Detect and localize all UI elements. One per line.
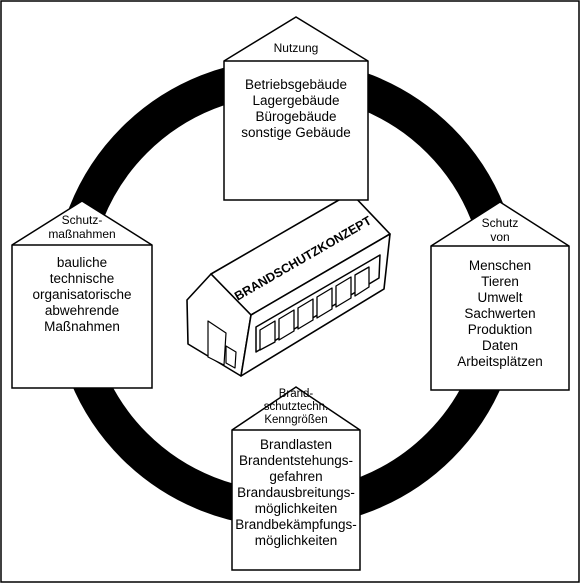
house-top-roof-label: Nutzung	[273, 41, 319, 55]
house-left-body: bauliche technische organisatorische abw…	[32, 255, 132, 334]
house-top-body: Betriebsgebäude Lagergebäude Bürogebäude…	[241, 77, 351, 140]
house-right-roof-label: Schutz von	[481, 216, 519, 244]
house-bottom-outline	[231, 386, 361, 571]
windows	[259, 266, 370, 351]
house-right-body: Menschen Tieren Umwelt Sachwerten Produk…	[457, 258, 543, 369]
building-illustration	[186, 192, 391, 377]
house-left-roof-label: Schutz- maßnahmen	[48, 213, 116, 241]
house-left-outline	[11, 200, 153, 389]
house-bottom-body: Brandlasten Brandentstehungs- gefahren B…	[235, 437, 357, 548]
building-door-small	[225, 345, 237, 369]
building-door	[207, 320, 227, 366]
house-top-outline	[223, 16, 369, 201]
house-right-outline	[430, 201, 570, 391]
house-bottom-roof-label: Brand- schutztechn. Kenngrößen	[263, 388, 329, 426]
